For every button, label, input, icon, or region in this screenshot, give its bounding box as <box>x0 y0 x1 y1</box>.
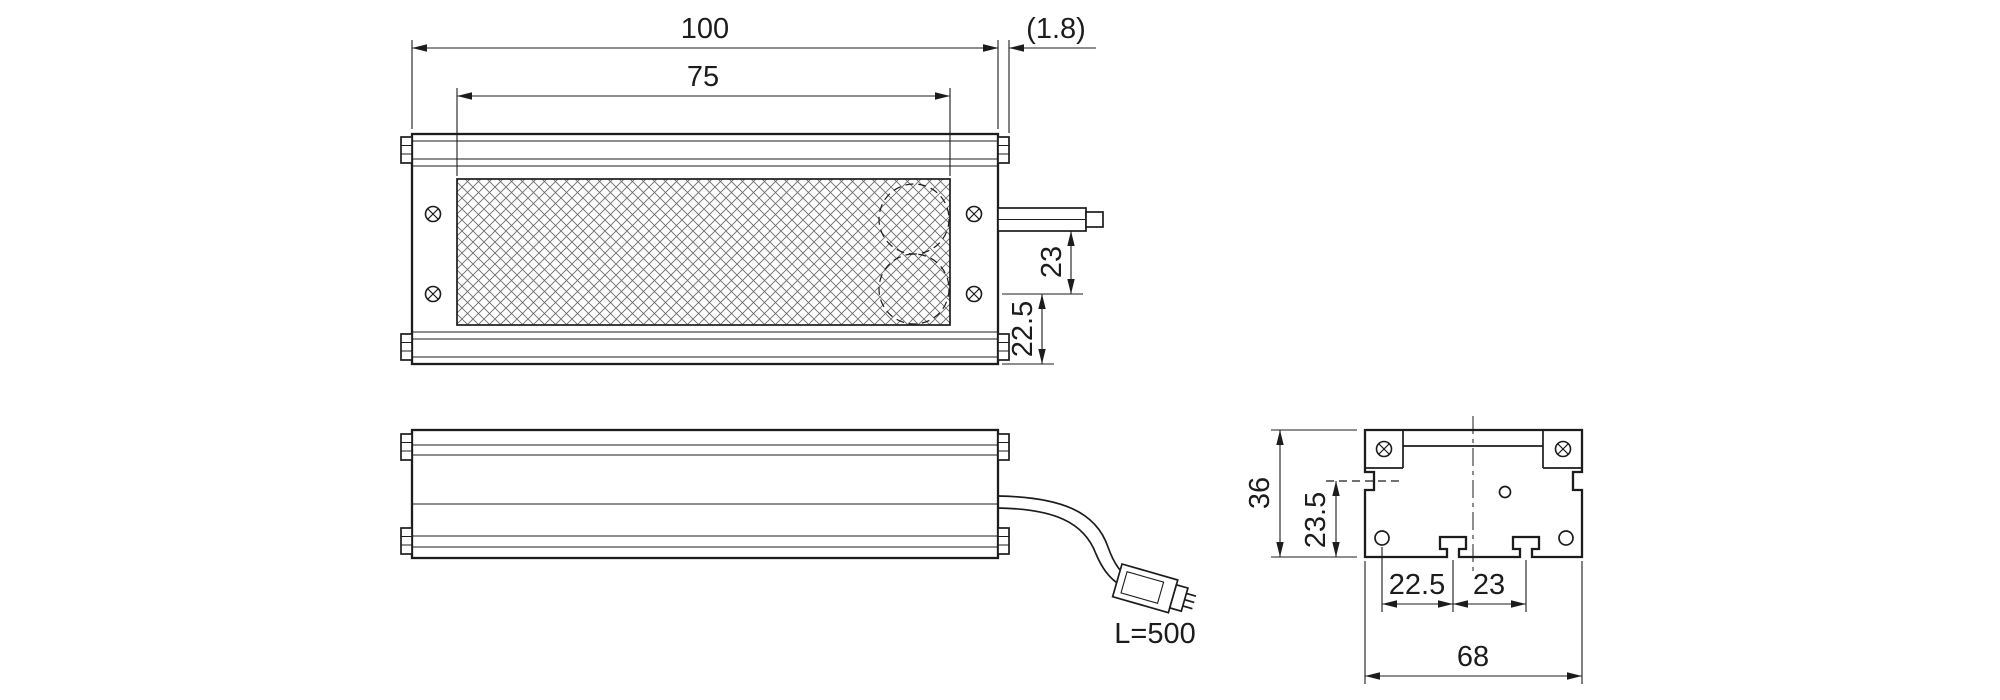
hidden-circle-lower <box>878 253 950 325</box>
mount-tab-top-left <box>400 136 413 164</box>
front-view: 100 (1.8) 75 23 22.5 <box>400 13 1104 366</box>
dim-section-bottom-pitches: 22.5 23 <box>1381 547 1527 612</box>
cable-connector <box>1111 562 1197 614</box>
dim-reference-protrusion: (1.8) <box>968 13 1096 133</box>
side-body-outline <box>410 428 1000 560</box>
dim-text-23-5: 23.5 <box>1300 492 1332 548</box>
side-tab-bottom-left <box>400 527 413 555</box>
screw-section-left <box>1375 440 1393 458</box>
emitting-window <box>456 178 951 326</box>
screw-section-right <box>1554 440 1572 458</box>
cable-length-label: L=500 <box>1114 618 1195 650</box>
dim-text-36: 36 <box>1244 477 1276 509</box>
section-inner-lines <box>1365 430 1582 469</box>
dim-right-side: 23 22.5 <box>1002 231 1083 365</box>
section-hole-left <box>1374 530 1390 546</box>
dim-text-23-section: 23 <box>1473 569 1505 601</box>
dim-section-width: 68 <box>1364 561 1583 684</box>
dim-text-23-front: 23 <box>1036 246 1068 278</box>
screw-front-bottom-left <box>424 285 442 303</box>
cable <box>997 495 1134 586</box>
dim-text-22-5-section: 22.5 <box>1389 569 1445 601</box>
section-hole-small <box>1498 485 1512 499</box>
dim-overall-length: 100 <box>411 13 999 129</box>
dim-section-groove-height: 23.5 <box>1300 481 1340 557</box>
dim-text-1-8: (1.8) <box>1026 13 1086 45</box>
mount-tab-bottom-left <box>400 333 413 361</box>
screw-front-bottom-right <box>965 285 983 303</box>
dim-text-22-5-front: 22.5 <box>1007 301 1039 357</box>
connector-stub <box>997 207 1104 232</box>
screw-front-top-right <box>965 205 983 223</box>
section-hole-right <box>1558 530 1574 546</box>
dim-text-100: 100 <box>681 13 729 45</box>
side-tab-top-left <box>400 433 413 461</box>
front-rail-lines <box>412 140 998 358</box>
dim-text-68: 68 <box>1457 641 1489 673</box>
dim-window-width: 75 <box>456 61 951 176</box>
side-tab-top-right <box>997 433 1010 461</box>
side-tab-bottom-right <box>997 527 1010 555</box>
screw-front-top-left <box>424 205 442 223</box>
hidden-circle-upper <box>878 183 950 255</box>
side-view: L=500 <box>400 428 1197 650</box>
mount-tab-top-right <box>997 136 1010 164</box>
dim-text-75: 75 <box>687 61 719 93</box>
side-extrusion-lines <box>412 444 998 548</box>
section-view: 36 23.5 22.5 23 68 <box>1244 416 1584 684</box>
dim-section-height: 36 <box>1244 429 1357 558</box>
